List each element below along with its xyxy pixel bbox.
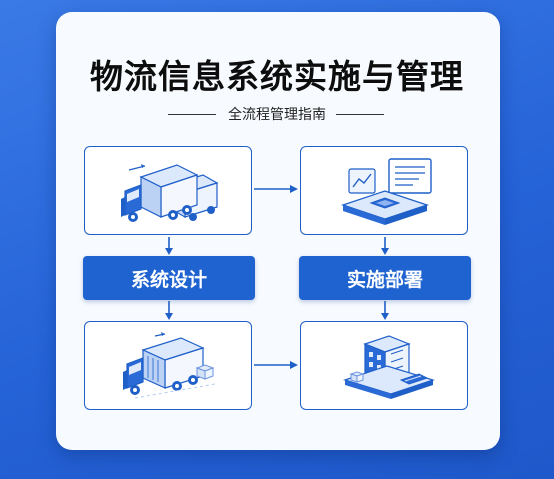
computer-workstation-icon xyxy=(340,158,432,225)
arrow-right-bottom xyxy=(254,361,298,369)
subtitle-left-rule xyxy=(168,114,216,115)
step-implementation-deployment: 实施部署 xyxy=(299,256,471,300)
warehouse-panel xyxy=(300,321,468,410)
arrow-down-left-top xyxy=(165,237,173,255)
arrow-down-right-bottom xyxy=(381,301,389,320)
delivery-trucks-icon xyxy=(121,164,219,222)
truck-panel xyxy=(84,321,252,410)
subtitle-right-rule xyxy=(336,114,384,115)
cargo-truck-icon xyxy=(123,332,216,399)
trucks-panel xyxy=(84,146,252,235)
arrow-down-right-top xyxy=(381,237,389,255)
page-subtitle: 全流程管理指南 xyxy=(228,107,326,123)
arrow-down-left-bottom xyxy=(165,301,173,320)
arrow-right-top xyxy=(254,185,298,193)
step-system-design: 系统设计 xyxy=(83,256,255,300)
computer-panel xyxy=(300,146,468,235)
warehouse-building-icon xyxy=(343,335,435,399)
page-title: 物流信息系统实施与管理 xyxy=(90,57,464,96)
